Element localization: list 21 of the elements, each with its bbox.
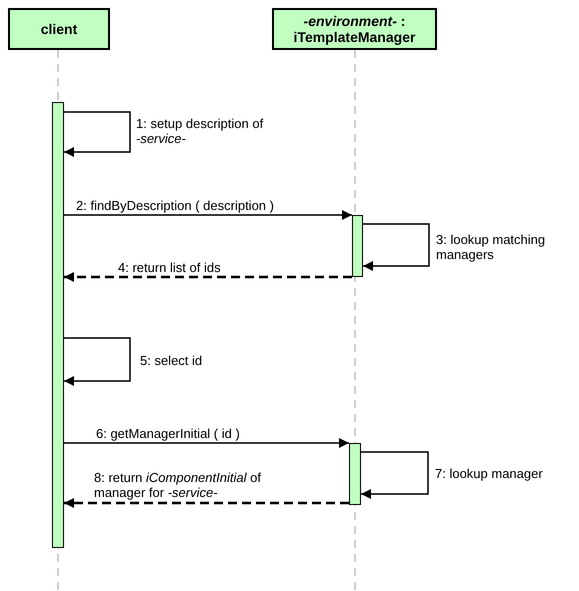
message-label: 7: lookup manager bbox=[435, 466, 543, 481]
message-label: 1: setup description of -service- bbox=[136, 116, 264, 146]
message-label: 3: lookup matching managers bbox=[436, 232, 546, 262]
message-label: 8: return iComponentInitial of manager for -service- bbox=[94, 470, 262, 500]
message-arrow bbox=[64, 438, 349, 448]
message-label: 5: select id bbox=[140, 353, 202, 368]
message-arrow bbox=[64, 210, 352, 220]
activation-bar bbox=[349, 443, 361, 505]
activation-bar bbox=[52, 102, 64, 548]
message-label: 6: getManagerInitial ( id ) bbox=[96, 426, 240, 441]
message-label: 2: findByDescription ( description ) bbox=[76, 198, 274, 213]
return-arrow bbox=[64, 498, 349, 508]
message-label: 4: return list of ids bbox=[118, 260, 221, 275]
self-message-arrow bbox=[64, 111, 131, 157]
return-arrow bbox=[64, 272, 352, 282]
activation-bar bbox=[352, 215, 363, 277]
self-message-arrow bbox=[361, 451, 429, 499]
self-message-arrow bbox=[64, 337, 131, 386]
lifeline-header: -environment- : iTemplateManager bbox=[272, 8, 437, 50]
self-message-arrow bbox=[363, 223, 430, 271]
lifeline-header: client bbox=[8, 8, 110, 50]
